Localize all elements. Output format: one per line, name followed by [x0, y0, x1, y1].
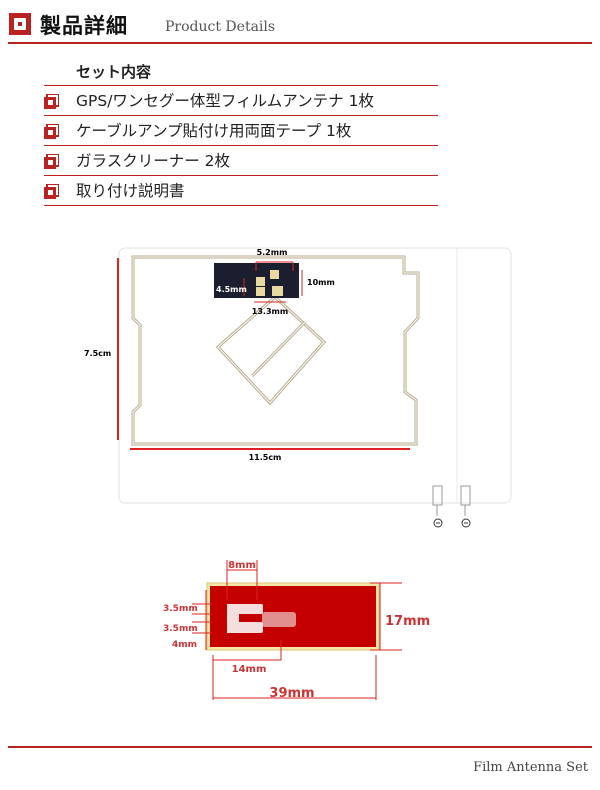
list-item: ケーブルアンプ貼付け用両面テープ 1枚 [44, 116, 438, 146]
list-item: 取り付け説明書 [44, 176, 438, 206]
connector-block [214, 263, 299, 298]
dim-label-height: 7.5cm [84, 349, 111, 358]
list-item-label: ケーブルアンプ貼付け用両面テープ 1枚 [76, 122, 352, 140]
footer-text: Film Antenna Set [473, 760, 588, 775]
tape-label-slot: 14mm [232, 664, 267, 675]
connector-pad [256, 277, 265, 286]
page-subtitle: Product Details [165, 19, 276, 35]
terminal-tab-left [432, 485, 443, 528]
dim-label-right: 10mm [307, 278, 335, 287]
bullet-icon [44, 154, 59, 169]
tape-label-top: 8mm [228, 560, 256, 571]
connector-pad [272, 286, 283, 296]
bullet-icon [44, 184, 59, 199]
list-item-label: 取り付け説明書 [76, 182, 185, 200]
list-item: GPS/ワンセグー体型フィルムアンテナ 1枚 [44, 86, 438, 116]
tape-slot-upper [227, 604, 263, 614]
tape-slot-joint [227, 604, 239, 633]
dim-label-bottom: 13.3mm [252, 307, 288, 316]
antenna-diamond-element [215, 294, 327, 406]
header-divider [8, 42, 592, 44]
tape-label-height: 17mm [385, 614, 430, 629]
tape-slot-lower [227, 622, 263, 633]
bullet-icon [44, 94, 59, 109]
footer-divider [8, 746, 592, 748]
list-item: ガラスクリーナー 2枚 [44, 146, 438, 176]
antenna-diamond-bar-core [251, 321, 306, 377]
list-item-label: ガラスクリーナー 2枚 [76, 152, 230, 170]
dim-label-left: 4.5mm [216, 285, 247, 294]
tape-body [210, 586, 376, 647]
bullet-icon [44, 124, 59, 139]
dim-label-top: 5.2mm [257, 248, 288, 257]
tape-backing [206, 582, 380, 651]
page-title: 製品詳細 [40, 14, 128, 38]
header-icon [9, 13, 31, 35]
tape-label-width: 39mm [269, 686, 314, 701]
antenna-outer-element [131, 255, 420, 446]
tape-cutout-mark [262, 612, 296, 627]
antenna-diamond-element-core [217, 296, 325, 404]
set-contents: セット内容 GPS/ワンセグー体型フィルムアンテナ 1枚 ケーブルアンプ貼付け用… [44, 60, 438, 206]
connector-pad [270, 270, 279, 279]
connector-pad [256, 287, 265, 296]
set-contents-title: セット内容 [44, 60, 438, 86]
antenna-diamond-bar [250, 320, 307, 378]
antenna-outer-element-core [132, 256, 419, 445]
list-item-label: GPS/ワンセグー体型フィルムアンテナ 1枚 [76, 92, 374, 110]
tape-label-a: 3.5mm [163, 604, 198, 614]
tape-label-b: 3.5mm [163, 624, 198, 634]
dim-label-width: 11.5cm [249, 453, 282, 462]
film-sheet [118, 247, 512, 504]
tape-label-c: 4mm [172, 640, 197, 650]
terminal-tab-right [460, 485, 471, 528]
